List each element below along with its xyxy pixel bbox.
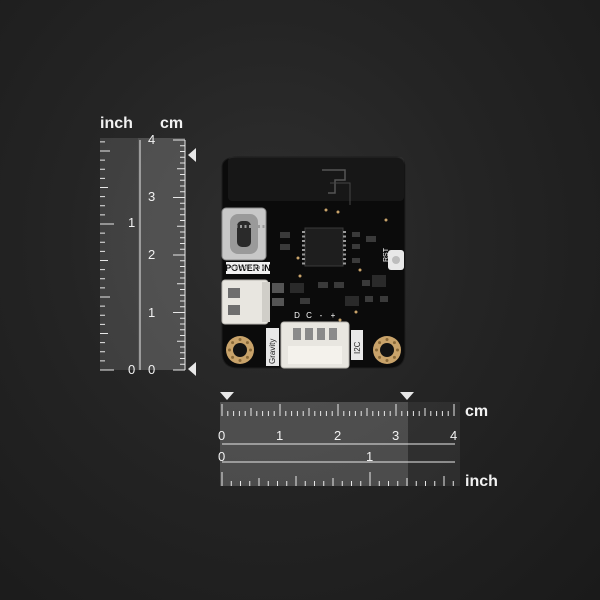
rst-label: RST bbox=[383, 247, 390, 262]
antenna-trace bbox=[322, 169, 346, 194]
gravity-label-bg bbox=[266, 328, 279, 366]
vertical-cm-number-3: 3 bbox=[148, 189, 155, 204]
power-in-label-bg bbox=[226, 262, 270, 274]
vertical-inch-label: inch bbox=[100, 115, 133, 132]
vertical-inch-number-1: 1 bbox=[128, 215, 135, 230]
vertical-cm-number-2: 2 bbox=[148, 247, 155, 262]
smd-components bbox=[272, 232, 388, 306]
vertical-cm-number-4: 4 bbox=[148, 132, 155, 147]
horizontal-ruler: 0 1 2 3 4 0 1 cm inch bbox=[218, 392, 498, 490]
horizontal-cm-label: cm bbox=[465, 403, 488, 420]
pin-d-label: D bbox=[294, 311, 300, 320]
horizontal-cm-number-3: 3 bbox=[392, 428, 399, 443]
vertical-cm-number-1: 1 bbox=[148, 305, 155, 320]
vertical-cm-label: cm bbox=[160, 115, 183, 132]
pcb-board: POWER IN bbox=[221, 156, 406, 369]
vertical-inch-ticks bbox=[100, 141, 114, 371]
vertical-cm-number-0: 0 bbox=[148, 362, 155, 377]
gravity-label: Gravity bbox=[268, 339, 277, 364]
pin-minus-label: - bbox=[320, 311, 323, 320]
horizontal-inch-number-0: 0 bbox=[218, 449, 225, 464]
power-in-label: POWER IN bbox=[225, 263, 271, 273]
i2c-label: I2C bbox=[353, 341, 362, 354]
horizontal-cm-number-0: 0 bbox=[218, 428, 225, 443]
horizontal-inch-number-1: 1 bbox=[366, 449, 373, 464]
i2c-label-bg bbox=[351, 330, 363, 360]
vertical-top-marker bbox=[188, 148, 196, 162]
mounting-hole-left bbox=[226, 336, 254, 364]
power-connector bbox=[221, 279, 269, 325]
horizontal-cm-number-1: 1 bbox=[276, 428, 283, 443]
vertical-inch-number-0: 0 bbox=[128, 362, 135, 377]
horizontal-inch-ticks bbox=[221, 472, 454, 486]
horizontal-cm-number-4: 4 bbox=[450, 428, 457, 443]
vertical-bottom-marker bbox=[188, 362, 196, 376]
horizontal-left-marker bbox=[220, 392, 234, 400]
horizontal-cm-ticks bbox=[221, 404, 455, 416]
pin-c-label: C bbox=[306, 311, 312, 320]
pin-plus-label: + bbox=[331, 311, 336, 320]
horizontal-cm-number-2: 2 bbox=[334, 428, 341, 443]
antenna-area bbox=[228, 157, 404, 201]
vertical-cm-ticks bbox=[173, 139, 185, 371]
microcontroller-chip bbox=[304, 227, 344, 267]
horizontal-right-marker bbox=[400, 392, 414, 400]
vertical-ruler: inch cm 4 3 2 1 0 1 0 bbox=[100, 115, 196, 377]
mounting-hole-right bbox=[373, 336, 401, 364]
horizontal-inch-label: inch bbox=[465, 473, 498, 490]
